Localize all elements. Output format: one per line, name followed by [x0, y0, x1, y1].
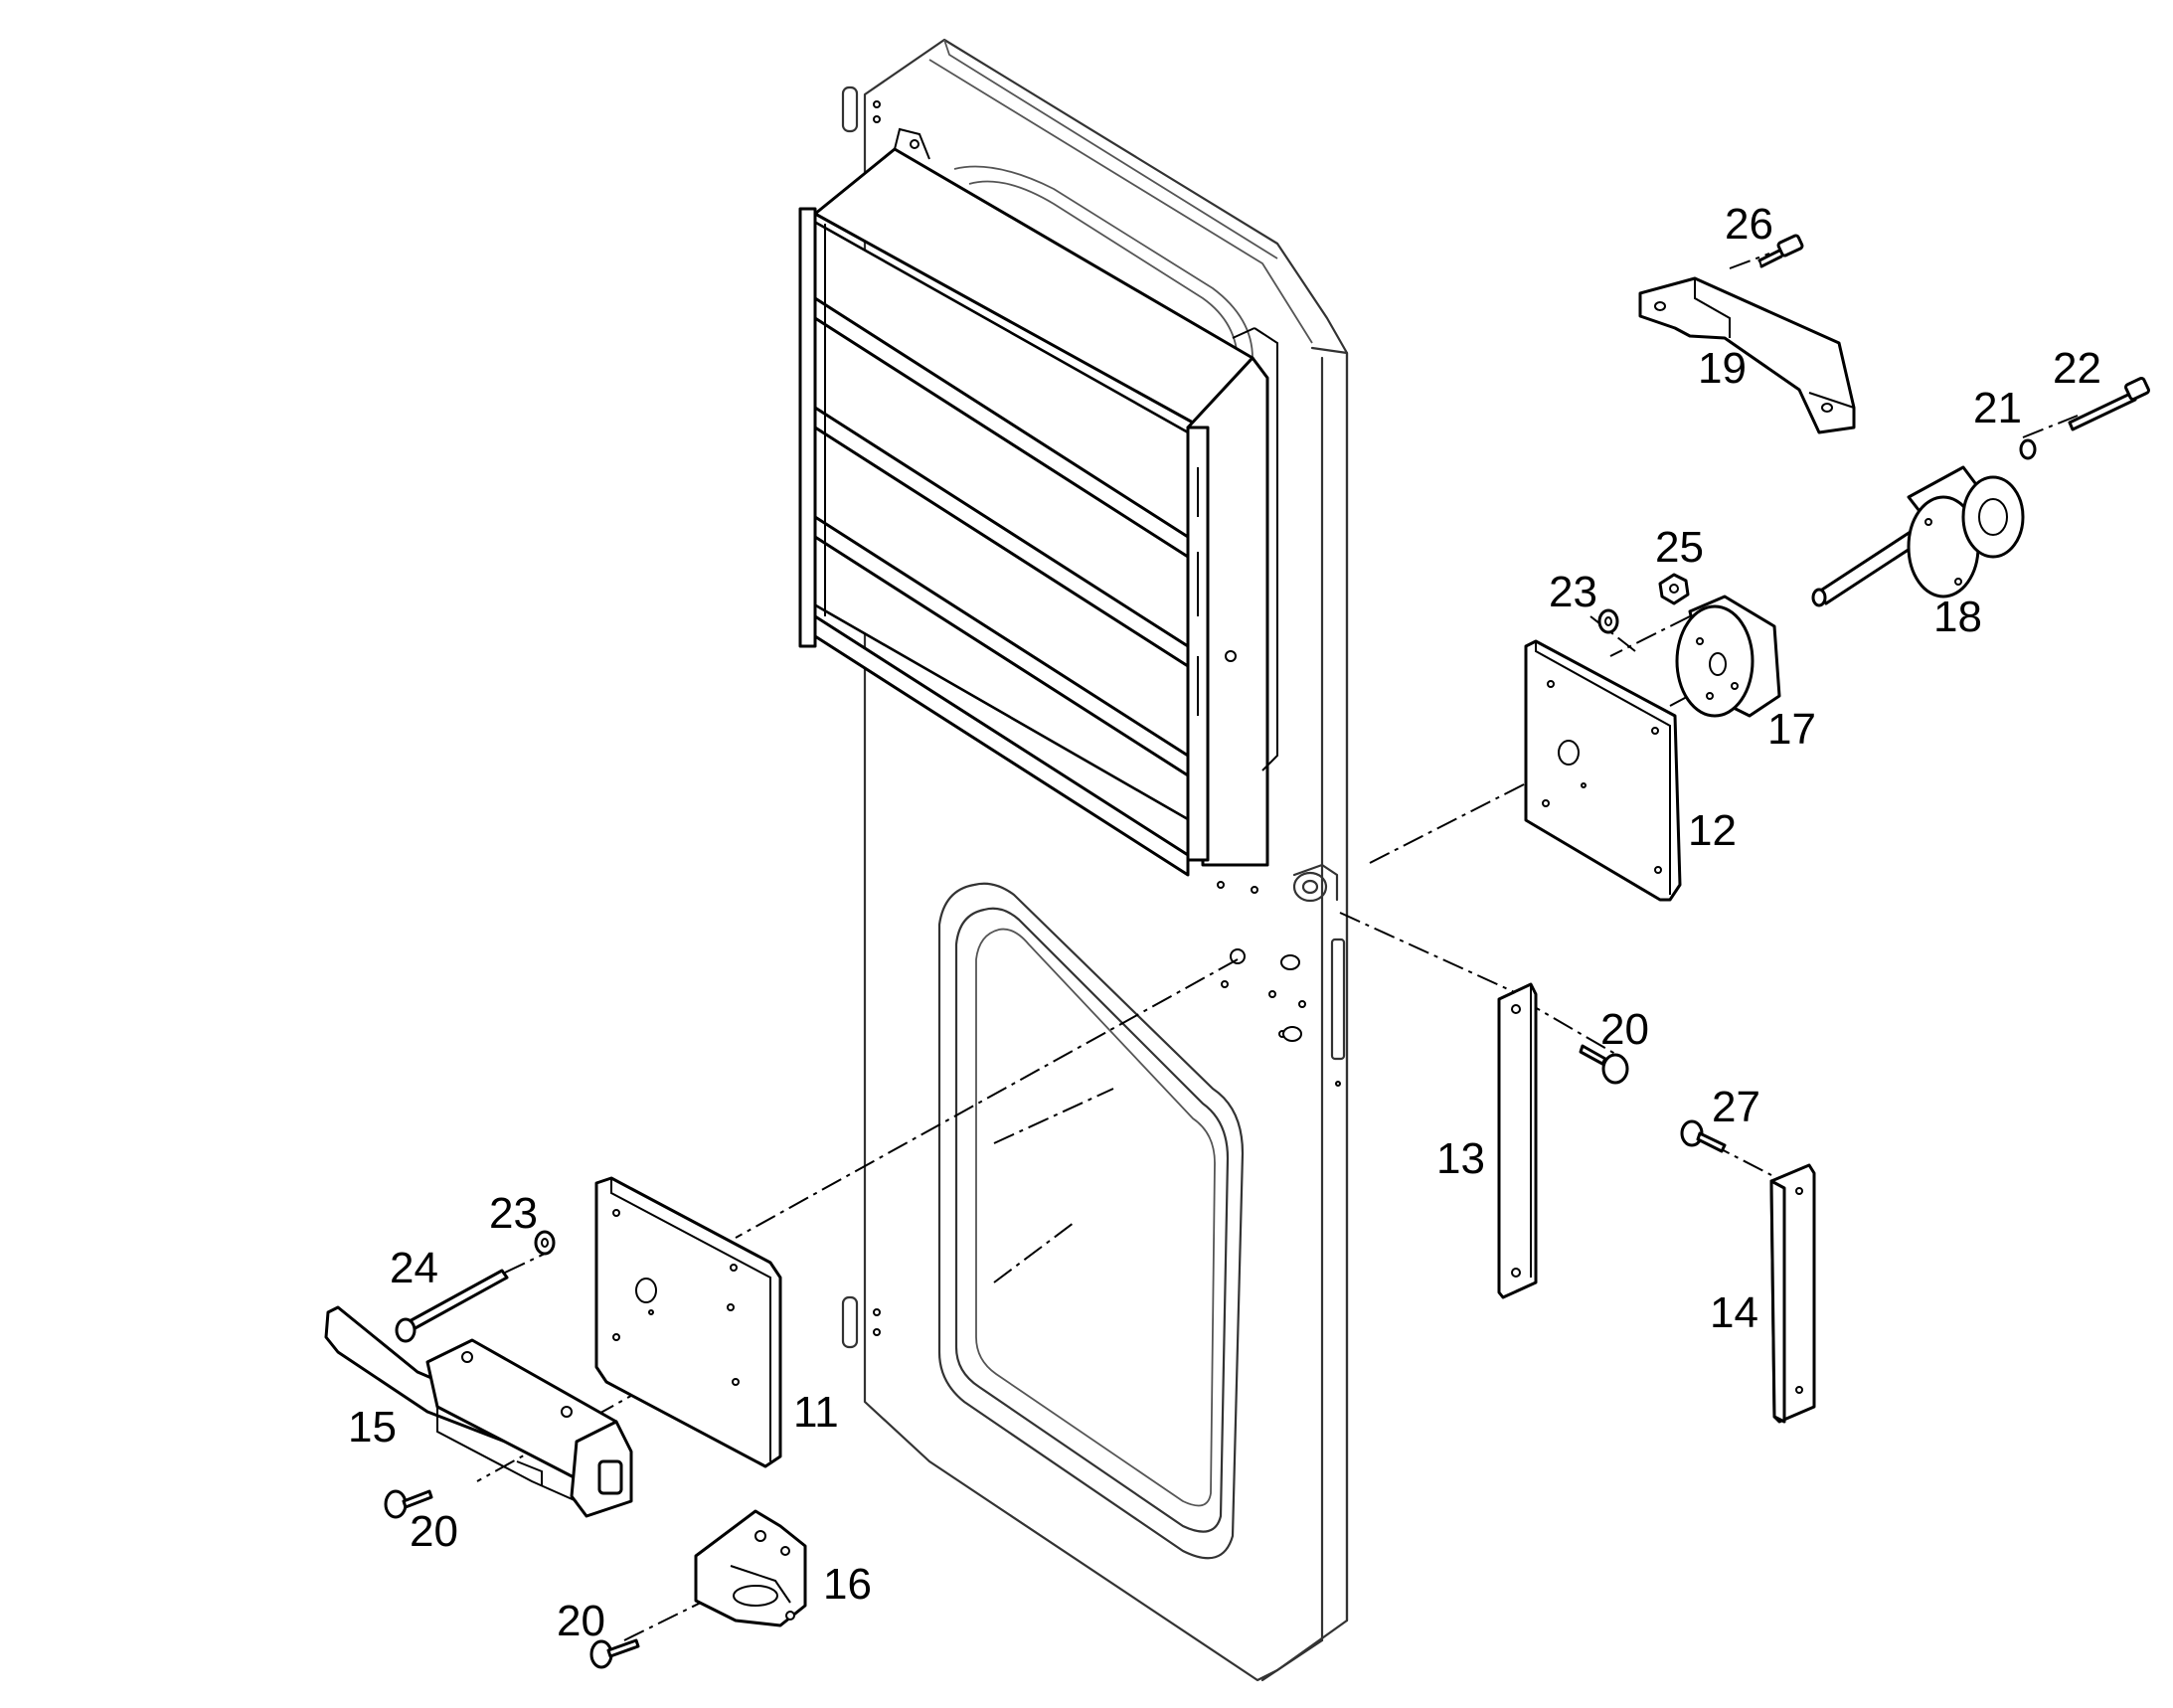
callout-23-lower: 23 [489, 1189, 538, 1238]
part-17-disc [1675, 595, 1781, 718]
part-22-bolt [2068, 377, 2150, 431]
callout-24: 24 [390, 1244, 438, 1292]
part-20-screw-lower-left [384, 1489, 433, 1519]
callout-17: 17 [1767, 705, 1816, 754]
door-panel [841, 38, 1349, 1682]
part-23-washer-upper [1597, 608, 1619, 634]
callout-14: 14 [1710, 1288, 1758, 1337]
part-23-washer-lower [534, 1230, 556, 1256]
callout-19: 19 [1698, 344, 1747, 393]
callout-18: 18 [1933, 593, 1982, 641]
callout-labels: 26 19 22 21 25 23 18 17 12 20 27 13 14 2… [348, 200, 2101, 1645]
callout-20-upper: 20 [1600, 1005, 1649, 1054]
callout-20-lower-left: 20 [410, 1507, 458, 1556]
callout-13: 13 [1436, 1134, 1485, 1183]
callout-27: 27 [1712, 1083, 1760, 1131]
part-14-angle-strip [1769, 1163, 1816, 1424]
part-13-strip [1497, 982, 1538, 1299]
callout-22: 22 [2053, 344, 2101, 393]
part-16-catch [694, 1509, 807, 1627]
callout-11: 11 [793, 1388, 839, 1437]
louvre-assembly [798, 127, 1278, 877]
part-12-plate [1524, 639, 1682, 902]
part-15-lever [324, 1305, 633, 1518]
callout-12: 12 [1688, 806, 1737, 855]
part-20-screw-upper [1579, 1044, 1629, 1085]
part-18-spindle [1811, 465, 2025, 607]
callout-15: 15 [348, 1403, 397, 1452]
part-27-screw [1680, 1119, 1727, 1153]
callout-21: 21 [1973, 384, 2022, 432]
part-11-plate [594, 1176, 782, 1468]
callout-16: 16 [823, 1560, 872, 1609]
part-20-screw-bottom [589, 1638, 640, 1669]
part-25-nut [1658, 573, 1690, 605]
part-26-screw [1757, 234, 1804, 268]
callout-26: 26 [1725, 200, 1773, 249]
part-19-handle [1638, 276, 1856, 434]
part-21-washer [2019, 438, 2037, 460]
callout-23-upper: 23 [1549, 568, 1597, 616]
callout-25: 25 [1655, 523, 1704, 572]
part-24-bolt [395, 1269, 509, 1343]
callout-20-bottom: 20 [557, 1597, 605, 1645]
